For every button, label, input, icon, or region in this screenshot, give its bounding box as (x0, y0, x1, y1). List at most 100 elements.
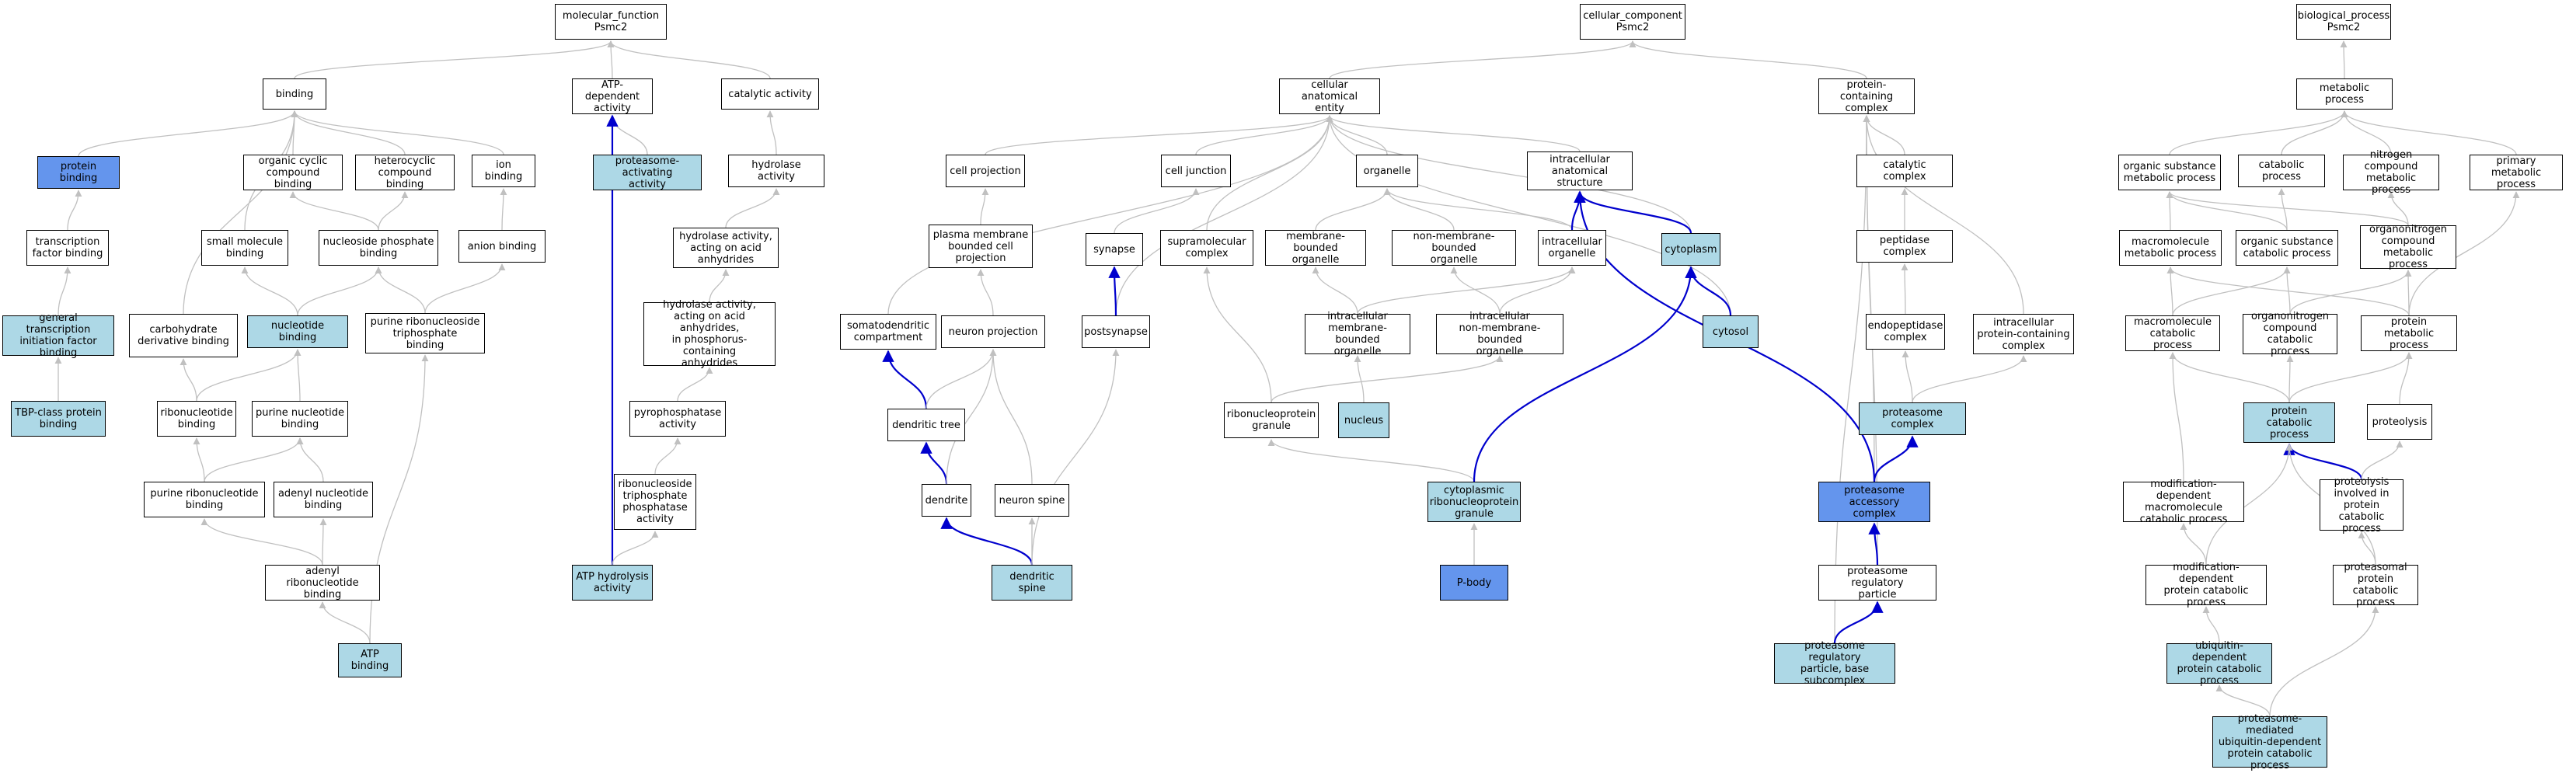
node-proteasome-act: proteasome-activating activity (593, 155, 702, 190)
edge-protein-cat-to-protein-met (2288, 352, 2413, 403)
node-catabolic: catabolic process (2238, 155, 2325, 187)
edge-atp-dep-to-mf-root (607, 40, 615, 79)
node-protein-met: protein metabolic process (2361, 315, 2457, 351)
edge-purine-ribo-tp-to-anion (424, 263, 506, 314)
edge-dendritic-spine-to-postsynapse (1031, 349, 1120, 566)
node-bp-root: biological_process Psmc2 (2296, 4, 2391, 40)
node-small-mol: small molecule binding (201, 230, 288, 266)
edge-proteasome-complex-to-intra-pcc (1912, 355, 2027, 403)
node-organic-subst-met: organic substance metabolic process (2118, 155, 2221, 190)
edge-ribo-tp-phosphatase-to-pyrophosphatase (654, 437, 681, 475)
edge-carbohydrate-to-binding (183, 110, 298, 315)
node-cyto-rnp-granule: cytoplasmic ribonucleoprotein granule (1427, 482, 1521, 522)
node-catalytic-act: catalytic activity (721, 78, 819, 110)
edge-protein-binding-to-binding (78, 110, 298, 157)
node-dendritic-tree: dendritic tree (887, 409, 965, 441)
edge-ribonucleotide-to-carbohydrate (180, 358, 197, 402)
edge-proteasome-ub-to-ub-dep-cat (2215, 684, 2271, 717)
edge-intra-organelle-to-organelle (1383, 188, 1573, 231)
edge-ribonucleotide-to-nucleotide (196, 349, 302, 402)
edge-proteasomal-cat-to-proteolysis-cat (2358, 531, 2376, 566)
node-atp-binding: ATP binding (338, 643, 402, 677)
edge-neuron-proj-to-pmbcp (977, 269, 994, 316)
edge-cell-proj-to-cae (985, 115, 1333, 155)
edge-proteasome-reg-to-proteasome-accessory (1868, 522, 1881, 566)
edge-rnp-granule-to-intra-nmbo (1271, 355, 1504, 403)
edge-intra-mbo-to-intra-organelle (1357, 266, 1576, 315)
node-pmbcp: plasma membrane bounded cell projection (929, 225, 1033, 268)
edge-proteasome-act-to-atp-dep (608, 115, 648, 155)
node-proteasome-complex: proteasome complex (1859, 402, 1966, 435)
node-cell-junction: cell junction (1161, 155, 1231, 187)
edge-cyto-rnp-granule-to-rnp-granule (1267, 439, 1475, 482)
node-mod-dep-macromol-cat: modification-dependent macromolecule cat… (2123, 479, 2244, 525)
node-adenyl-ribont: adenyl ribonucleotide binding (265, 565, 380, 601)
edge-organonitrogen-met-to-nitrogen-met (2387, 191, 2409, 226)
edge-adenyl-nt-to-purine-nt (296, 437, 324, 482)
node-nucleoside-p: nucleoside phosphate binding (319, 230, 438, 266)
edge-intra-organelle-to-ias (1570, 190, 1586, 231)
edge-macromol-cat-to-macromol-met (2166, 266, 2174, 316)
edge-adenyl-ribont-to-purine-ribont (200, 518, 323, 566)
node-cytoplasm: cytoplasm (1661, 233, 1720, 266)
edge-proteolysis-cat-to-protein-cat (2283, 443, 2363, 480)
edge-proteasome-base-to-proteasome-reg (1833, 601, 1884, 644)
node-adenyl-nt: adenyl nucleotide binding (274, 482, 373, 517)
edge-cytoplasm-to-cae (1326, 115, 1692, 234)
edge-dendritic-tree-to-neuron-proj (925, 349, 997, 409)
node-neuron-spine: neuron spine (995, 484, 1069, 517)
edge-pmbcp-to-cell-proj (980, 188, 989, 225)
node-purine-ribont: purine ribonucleotide binding (144, 482, 265, 517)
node-cae: cellular anatomical entity (1279, 78, 1380, 114)
node-cc-root: cellular_component Psmc2 (1580, 4, 1685, 40)
edge-protein-cat-to-macromol-cat (2169, 352, 2290, 403)
node-supramolecular: supramolecular complex (1160, 230, 1253, 266)
edge-dendritic-tree-to-somatodendritic (882, 350, 928, 409)
node-macromol-cat: macromolecule catabolic process (2125, 315, 2220, 351)
node-organic-cyclic: organic cyclic compound binding (243, 155, 343, 190)
node-synapse: synapse (1086, 233, 1143, 266)
edge-binding-to-mf-root (294, 40, 615, 79)
node-neuron-proj: neuron projection (941, 315, 1045, 348)
edge-organic-subst-cat-to-organic-subst-met (2166, 191, 2288, 231)
node-postsynapse: postsynapse (1082, 315, 1150, 348)
node-purine-ribo-tp: purine ribonucleoside triphosphate bindi… (365, 313, 485, 353)
node-ribonucleotide: ribonucleotide binding (157, 401, 236, 437)
edge-primary-met-to-metabolic (2341, 110, 2517, 155)
node-atp-hydrolysis: ATP hydrolysis activity (572, 565, 653, 601)
edge-dendritic-spine-to-dendrite (940, 517, 1034, 566)
edge-intra-pcc-to-pcc (1863, 115, 2024, 315)
node-proteasomal-cat: proteasomal protein catabolic process (2333, 562, 2418, 608)
node-purine-nt: purine nucleotide binding (252, 401, 348, 437)
node-ion-binding: ion binding (472, 155, 535, 187)
edge-nucleoside-p-to-heterocyclic (378, 191, 409, 231)
edge-non-membrane-to-organelle (1383, 188, 1455, 231)
edge-proteolysis-to-protein-met (2399, 352, 2413, 405)
node-tbp: TBP-class protein binding (11, 401, 106, 437)
edge-protein-cat-to-organonitrogen-cat (2286, 355, 2294, 403)
edge-nucleus-to-intra-mbo (1354, 355, 1365, 403)
edge-nucleotide-to-nucleoside-p (297, 266, 382, 316)
node-anion: anion binding (458, 230, 546, 263)
node-organic-subst-cat: organic substance catabolic process (2236, 230, 2338, 266)
edge-mod-dep-protein-cat-to-mod-dep-macromol-cat (2180, 523, 2207, 566)
edge-hydrolase-acid-to-hydrolase (725, 188, 780, 228)
edge-organic-subst-cat-to-catabolic (2278, 188, 2288, 231)
node-dendrite: dendrite (922, 484, 971, 517)
edge-nucleotide-to-small-mol (241, 266, 298, 316)
edge-ias-to-cae (1326, 115, 1581, 152)
edge-intra-nmbo-to-non-membrane (1450, 266, 1501, 315)
node-protein-cat: protein catabolic process (2243, 402, 2335, 443)
node-intra-nmbo: intracellular non-membrane-bounded organ… (1436, 311, 1563, 357)
edge-neuron-spine-to-neuron-proj (989, 349, 1033, 485)
edge-hydrolase-to-catalytic-act (766, 110, 777, 155)
edge-purine-ribont-to-purine-nt (204, 437, 304, 482)
edge-purine-ribo-tp-to-nucleoside-p (375, 266, 426, 314)
edge-catalytic-complex-to-pcc (1863, 115, 1905, 155)
node-cytosol: cytosol (1703, 315, 1759, 348)
edge-pyrophosphatase-to-hydrolase-phos (677, 367, 713, 402)
node-hydrolase-acid: hydrolase activity, acting on acid anhyd… (673, 228, 779, 268)
node-pcc: protein-containing complex (1818, 78, 1915, 114)
edge-catalytic-act-to-mf-root (607, 40, 771, 79)
edge-tf-binding-to-protein-binding (67, 190, 82, 231)
